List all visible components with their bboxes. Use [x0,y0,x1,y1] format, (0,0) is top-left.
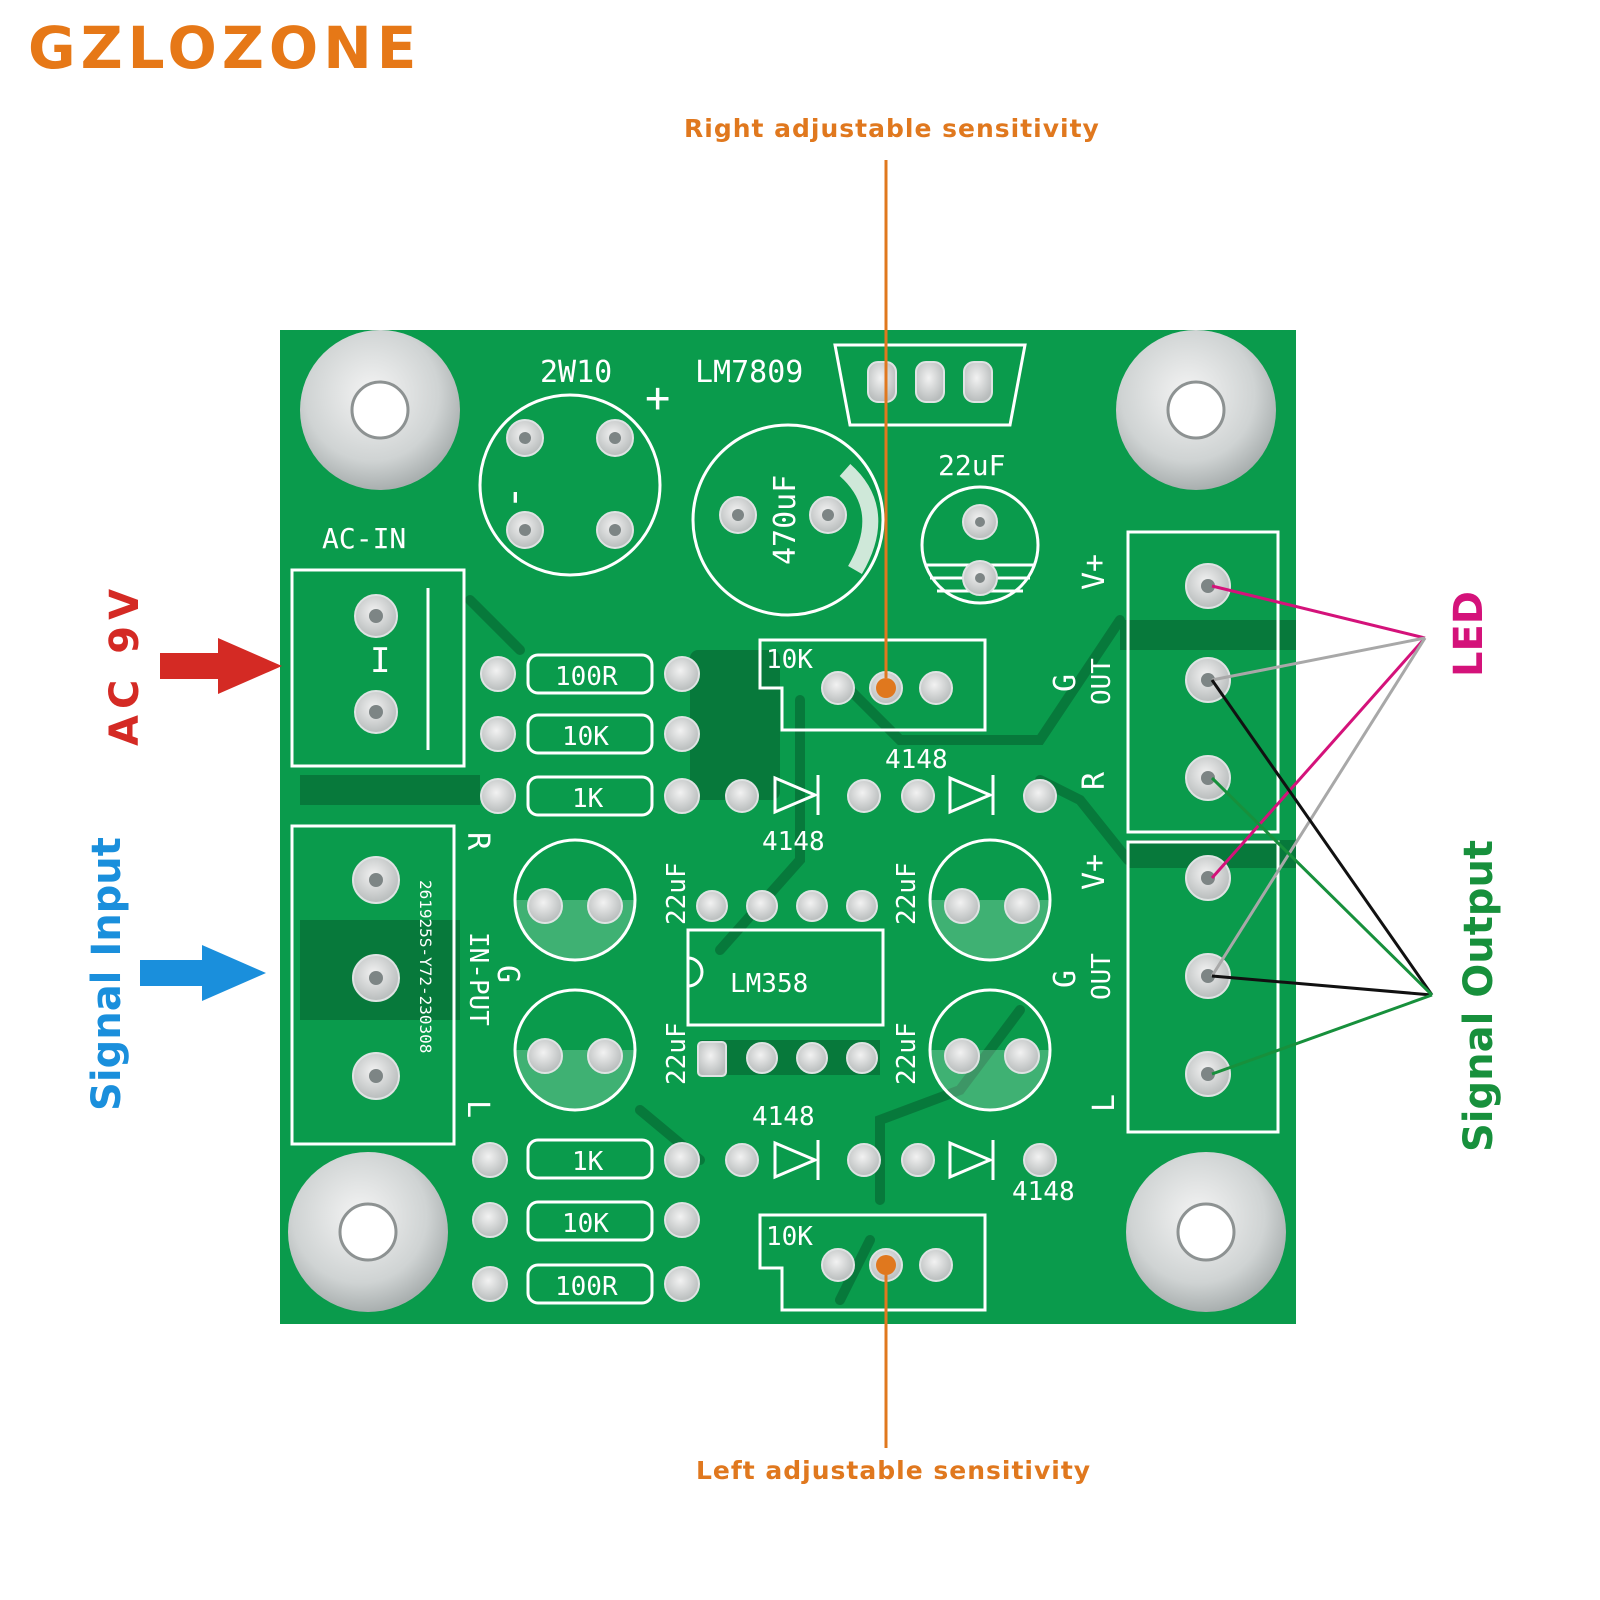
res-1k-top-label: 1K [572,784,604,814]
out-right-label: OUT [1087,658,1117,705]
left-sensitivity-label: Left adjustable sensitivity [696,1456,1092,1485]
res-100r-top-label: 100R [555,662,618,692]
brand-logo: GZLOZONE [28,14,422,82]
mounting-holes [288,330,1286,1312]
res-10k-top-label: 10K [562,722,609,752]
left-pot-wiper-marker [876,1255,896,1275]
diode-label-2: 4148 [762,827,825,857]
l-input-label: L [460,1100,495,1118]
bulk-cap-label: 470uF [768,475,803,565]
l-right-label: L [1087,1094,1122,1112]
copper-traces [300,620,1296,1075]
out-left-label: OUT [1087,953,1117,1000]
cap-22uf-1: 22uF [662,862,692,925]
diode-label-4: 4148 [1012,1177,1075,1207]
right-pot-wiper-marker [876,678,896,698]
cap-22uf-4: 22uF [892,1022,922,1085]
cap-22uf-2: 22uF [892,862,922,925]
g-right-label: G [1048,674,1083,692]
signal-input-arrow [140,945,266,1001]
res-1k-bottom-label: 1K [572,1147,604,1177]
regulator-label: LM7809 [695,355,803,390]
ac-mark-label: I [370,641,390,681]
silkscreen-text: 2W10 + - LM7809 AC-IN I 470uF 22uF V+ G … [322,355,1122,1302]
r-right-label: R [1077,771,1112,790]
res-100r-bottom-label: 100R [555,1272,618,1302]
right-sensitivity-label: Right adjustable sensitivity [684,114,1100,143]
signal-output-wires [1210,679,1434,1076]
res-10k-bottom-label: 10K [562,1209,609,1239]
bridge-minus-label: - [488,485,537,510]
bridge-plus-label: + [645,373,670,422]
vplus-right-label: V+ [1077,554,1112,590]
pot-bottom-label: 10K [766,1222,813,1252]
diode-label-3: 4148 [752,1102,815,1132]
led-wires [1210,584,1427,977]
cap-22uf-top-label: 22uF [938,449,1005,482]
diodes [773,775,995,1180]
silkscreen-outlines [290,343,1280,1312]
pot-top-label: 10K [766,645,813,675]
ac-input-arrow [160,638,282,694]
diode-label-1: 4148 [885,745,948,775]
cap-22uf-3: 22uF [662,1022,692,1085]
g-input-label: G [490,965,525,983]
r-input-label: R [460,832,495,851]
opamp-label: LM358 [730,969,808,999]
g-left-label: G [1048,970,1083,988]
board-id-label: 261925S-Y72-230308 [416,880,435,1053]
vplus-left-label: V+ [1077,854,1112,890]
ac-in-label: AC-IN [322,522,406,555]
in-put-label: IN-PUT [463,932,493,1026]
bridge-label: 2W10 [540,355,612,390]
